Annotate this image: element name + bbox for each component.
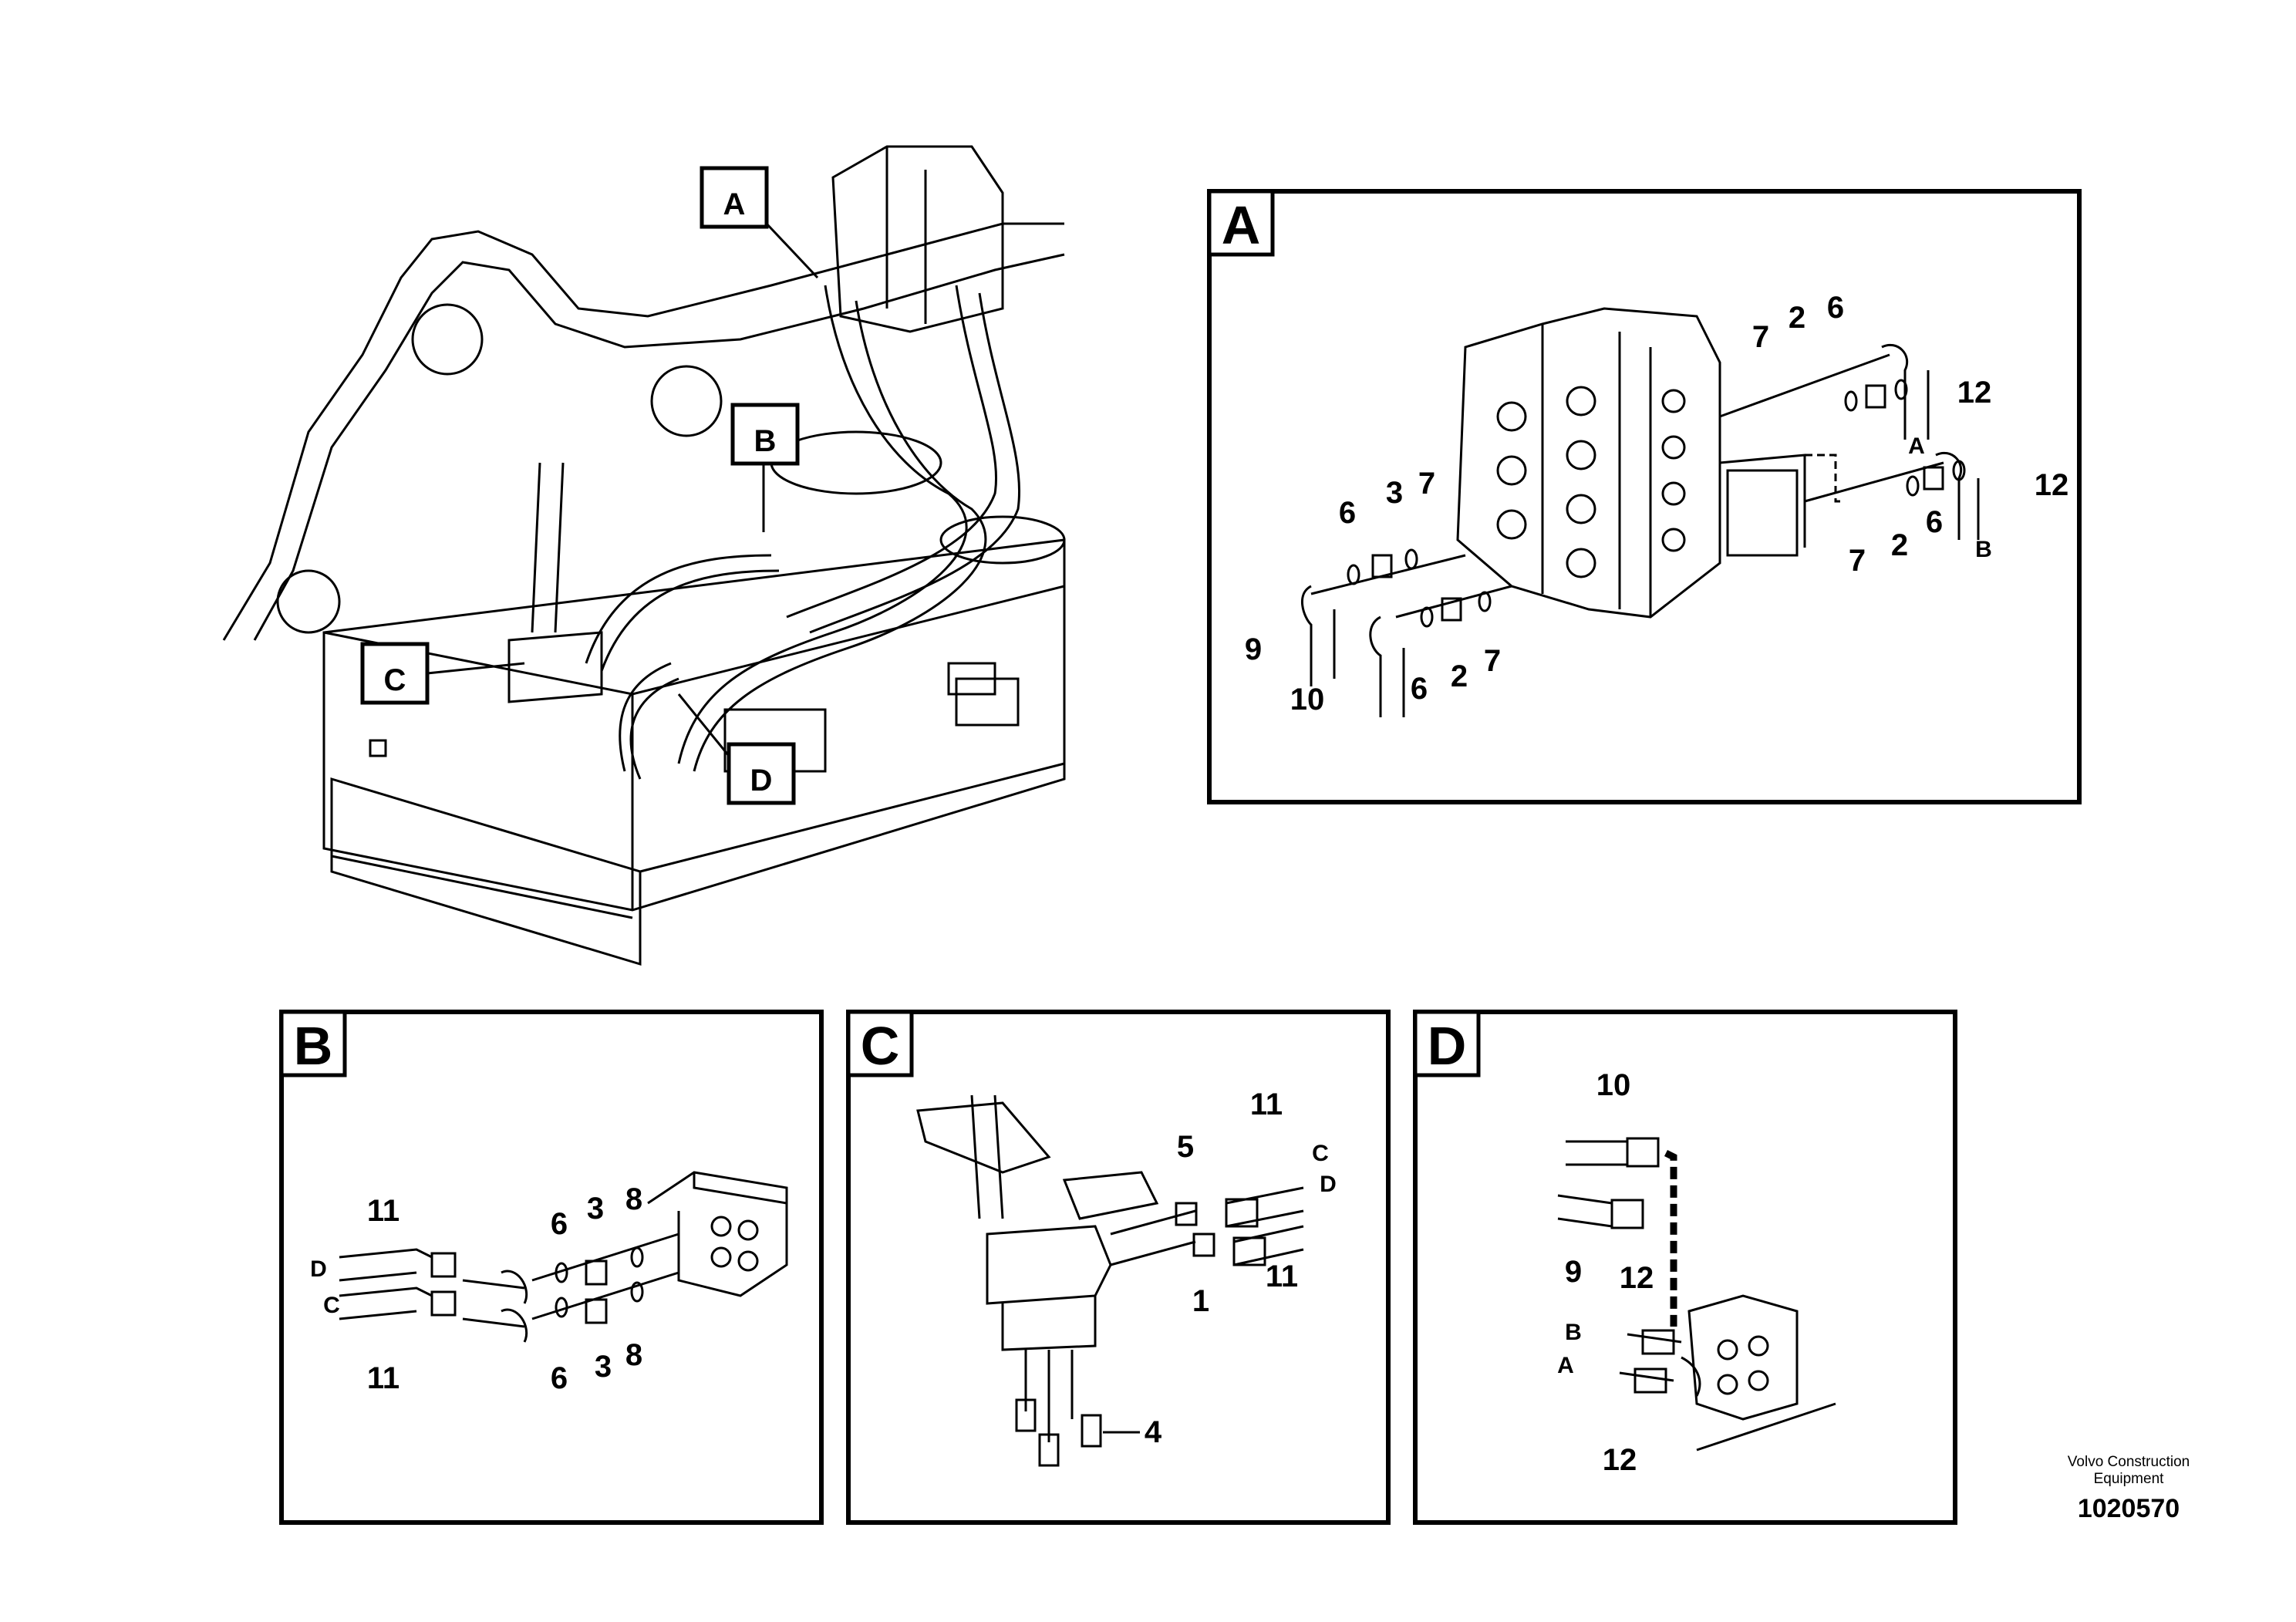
brand-line-2: Equipment <box>2093 1471 2164 1487</box>
svg-text:A: A <box>723 187 746 221</box>
svg-text:12: 12 <box>1957 376 1992 410</box>
panel-C-labels: 5 11 C D 1 11 4 <box>1103 1088 1337 1449</box>
svg-text:9: 9 <box>1245 632 1262 666</box>
svg-text:D: D <box>310 1256 327 1282</box>
svg-text:12: 12 <box>1620 1261 1654 1295</box>
svg-text:A: A <box>1908 433 1925 459</box>
svg-text:6: 6 <box>1411 672 1428 706</box>
svg-text:6: 6 <box>1926 505 1943 539</box>
svg-text:11: 11 <box>367 1194 400 1228</box>
overview-machine-drawing <box>222 145 1066 966</box>
callout-box-A: A <box>700 166 819 279</box>
svg-text:C: C <box>323 1293 340 1318</box>
svg-text:4: 4 <box>1145 1415 1162 1449</box>
svg-text:3: 3 <box>587 1192 604 1226</box>
svg-text:6: 6 <box>1339 496 1356 530</box>
svg-text:10: 10 <box>1596 1068 1631 1102</box>
svg-text:D: D <box>750 764 773 798</box>
svg-text:12: 12 <box>2035 468 2069 502</box>
svg-text:7: 7 <box>1752 320 1769 354</box>
svg-text:6: 6 <box>551 1207 568 1241</box>
svg-text:B: B <box>1565 1320 1582 1345</box>
svg-text:11: 11 <box>1250 1088 1283 1121</box>
brand-block: Volvo Construction Equipment 1020570 <box>2021 1454 2237 1523</box>
svg-text:6: 6 <box>551 1361 568 1395</box>
svg-text:6: 6 <box>1827 291 1844 325</box>
detail-panel-D: D 10 9 12 B A 12 <box>1413 1010 1957 1525</box>
svg-text:8: 8 <box>625 1182 642 1216</box>
svg-text:C: C <box>1312 1141 1329 1166</box>
svg-text:7: 7 <box>1849 544 1866 578</box>
callout-box-D: D <box>677 693 796 805</box>
panel-A-letter: A <box>1222 195 1261 255</box>
svg-text:7: 7 <box>1418 467 1435 501</box>
svg-text:2: 2 <box>1789 301 1805 335</box>
panel-B-letter: B <box>294 1016 333 1076</box>
drawing-number: 1020570 <box>2077 1494 2180 1523</box>
svg-text:8: 8 <box>625 1338 642 1372</box>
panel-D-letter: D <box>1428 1016 1467 1076</box>
svg-text:B: B <box>754 424 777 458</box>
svg-text:2: 2 <box>1451 659 1468 693</box>
svg-text:3: 3 <box>1386 476 1403 510</box>
panel-C-letter: C <box>861 1016 900 1076</box>
svg-text:1: 1 <box>1192 1284 1209 1318</box>
panel-B-labels: 11 D C 11 6 3 8 6 3 8 <box>310 1182 642 1395</box>
svg-text:A: A <box>1557 1353 1574 1378</box>
detail-panel-B: B 11 D C 11 6 3 8 6 3 8 <box>279 1010 824 1525</box>
svg-text:11: 11 <box>367 1361 400 1395</box>
svg-text:3: 3 <box>595 1350 612 1384</box>
brand-line-1: Volvo Construction <box>2067 1454 2190 1470</box>
svg-text:10: 10 <box>1290 683 1325 717</box>
panel-D-labels: 10 9 12 B A 12 <box>1557 1068 1654 1477</box>
panel-A-labels: 7 2 6 12 A 12 6 3 7 2 7 6 B 9 10 6 2 7 <box>1245 291 2068 717</box>
svg-text:11: 11 <box>1266 1259 1298 1293</box>
svg-text:12: 12 <box>1603 1443 1637 1477</box>
svg-text:D: D <box>1320 1172 1337 1197</box>
callout-box-C: C <box>360 642 525 705</box>
svg-text:7: 7 <box>1484 644 1501 678</box>
svg-text:5: 5 <box>1177 1130 1194 1164</box>
svg-text:2: 2 <box>1891 528 1908 562</box>
svg-text:C: C <box>384 663 406 697</box>
callout-box-B: B <box>730 403 800 532</box>
svg-text:B: B <box>1975 537 1992 562</box>
svg-text:9: 9 <box>1565 1255 1582 1289</box>
detail-panel-C: C 5 11 C D 1 11 4 <box>846 1010 1391 1525</box>
detail-panel-A: A <box>1207 189 2082 804</box>
